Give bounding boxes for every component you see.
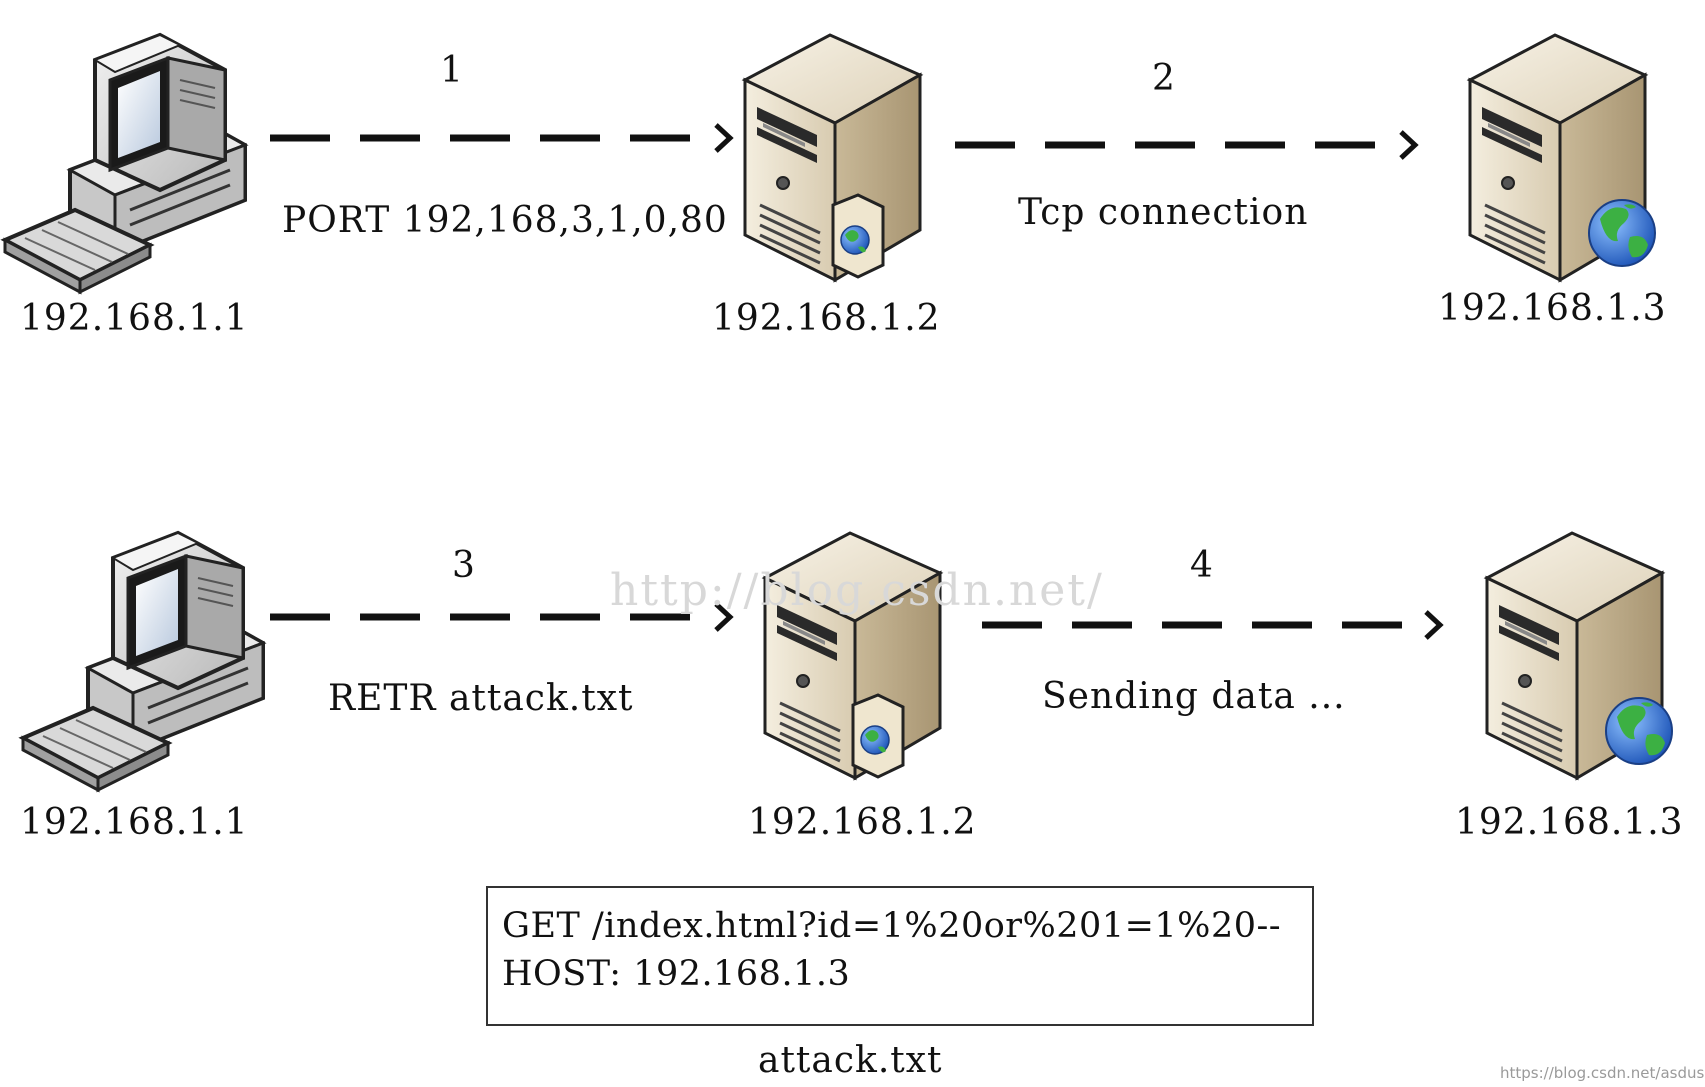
step-3-label: RETR attack.txt bbox=[328, 678, 634, 719]
host-1-1-label: 192.168.1.1 bbox=[20, 298, 249, 339]
workstation-icon bbox=[21, 531, 265, 792]
step-2-number: 2 bbox=[1152, 58, 1176, 99]
host-1-2-label: 192.168.1.2 bbox=[712, 298, 941, 339]
host-1-3-label: 192.168.1.3 bbox=[1455, 802, 1684, 843]
attack-file-caption: attack.txt bbox=[758, 1040, 943, 1081]
web-server-icon bbox=[1468, 33, 1656, 282]
file-line-1: GET /index.html?id=1%20or%201=1%20-- bbox=[502, 906, 1282, 946]
step-2-label: Tcp connection bbox=[1018, 192, 1309, 233]
ftp-server-icon bbox=[743, 33, 922, 282]
host-1-2-label: 192.168.1.2 bbox=[748, 802, 977, 843]
attack-file-box: GET /index.html?id=1%20or%201=1%20-- HOS… bbox=[486, 886, 1314, 1026]
web-server-icon bbox=[1485, 531, 1673, 780]
step-3-number: 3 bbox=[452, 545, 476, 586]
step-4-number: 4 bbox=[1190, 545, 1214, 586]
credit-text: https://blog.csdn.net/asdushf bbox=[1500, 1064, 1705, 1082]
host-1-3-label: 192.168.1.3 bbox=[1438, 288, 1667, 329]
step-1-label: PORT 192,168,3,1,0,80 bbox=[282, 200, 728, 241]
host-1-1-label: 192.168.1.1 bbox=[20, 802, 249, 843]
file-line-2: HOST: 192.168.1.3 bbox=[502, 954, 851, 994]
step-4-label: Sending data ... bbox=[1042, 676, 1346, 717]
step-1-number: 1 bbox=[440, 50, 464, 91]
watermark: http://blog.csdn.net/ bbox=[610, 565, 1104, 616]
workstation-icon bbox=[3, 33, 247, 294]
